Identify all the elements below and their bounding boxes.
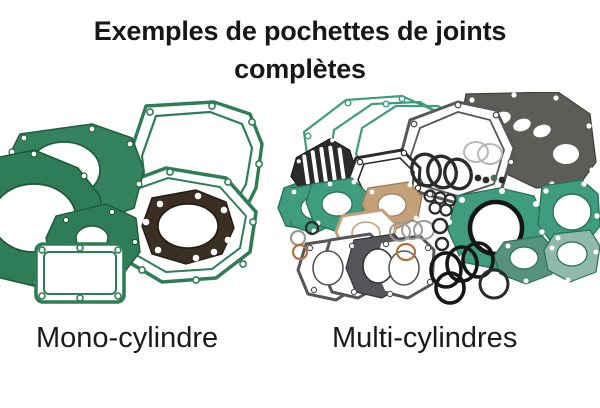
o-rings-black-large: [429, 241, 495, 305]
gasket-cylinder-base: [141, 189, 235, 265]
page-title: Exemples de pochettes de joints complète…: [0, 12, 600, 88]
mono-cylindre-illustration: [0, 100, 300, 304]
rings-thin-upper-right: [463, 141, 503, 165]
title-line-1: Exemples de pochettes de joints: [93, 16, 507, 46]
title-line-2: complètes: [234, 54, 366, 84]
gasket-cylinder-base-stack: [296, 232, 436, 302]
multi-cylindres-illustration: [290, 92, 600, 305]
caption-row: Mono-cylindre Multi-cylindres: [0, 318, 600, 374]
gasket-head-right: [537, 179, 600, 247]
panel-mono-cylindre: [0, 92, 300, 314]
seal-rings-cluster: [410, 152, 473, 191]
o-rings-small-upper: [423, 189, 457, 217]
o-ring-lone-bottom: [478, 268, 510, 300]
gasket-head-small-pair: [493, 229, 600, 285]
o-rings-small-left: [290, 220, 320, 261]
seals-tiny-cluster: [474, 174, 506, 184]
o-rings-mid: [389, 217, 450, 262]
caption-multi-cylindres: Multi-cylindres: [332, 322, 518, 354]
gasket-reed-valve: [34, 242, 126, 304]
figure-area: [0, 92, 600, 314]
gasket-slotted-plate: [290, 138, 358, 195]
caption-mono-cylindre: Mono-cylindre: [36, 322, 219, 354]
panel-multi-cylindres: [290, 92, 600, 314]
